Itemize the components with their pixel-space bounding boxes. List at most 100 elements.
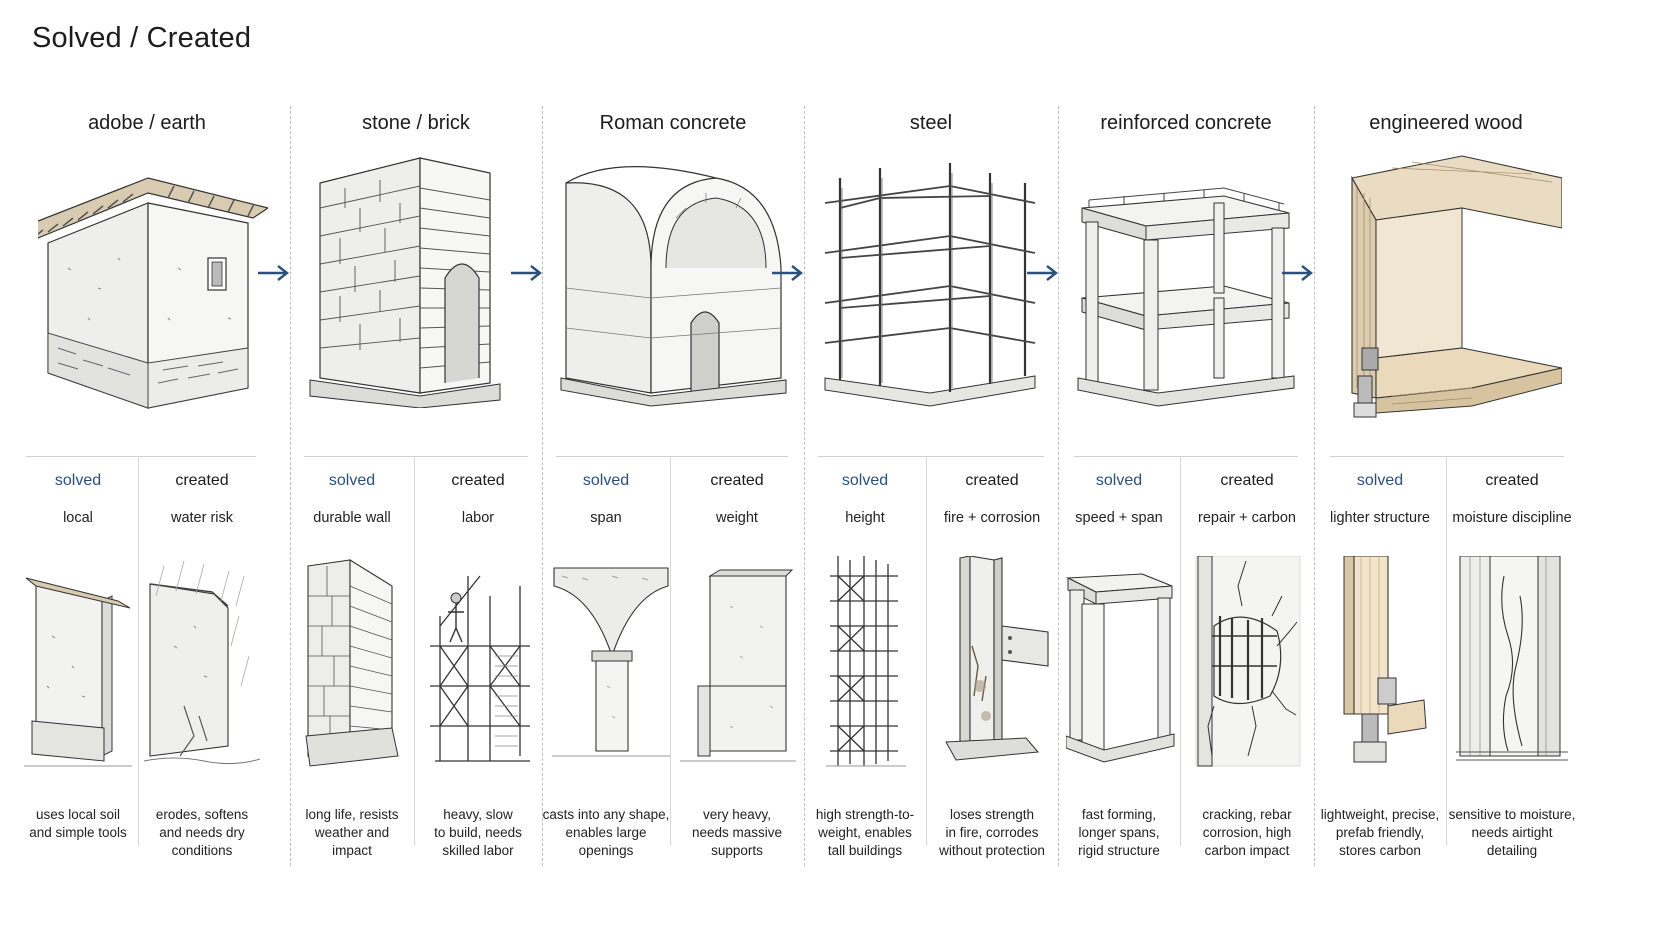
half-separator [670,456,671,846]
solved-keyword: lighter structure [1330,510,1430,526]
arrow-right-icon [770,263,806,288]
stone-building-illustration [300,148,520,408]
created-half: created weight very heavy, needs massive… [670,456,804,870]
created-description: sensitive to moisture, needs airtight de… [1448,807,1576,858]
solved-keyword: local [63,510,93,526]
created-keyword: repair + carbon [1198,510,1296,526]
divider-rule [556,456,788,457]
solved-half: solved speed + span fast forming, longer… [1058,456,1180,870]
material-column-roman-concrete: Roman concrete solved span [542,100,804,870]
solved-half: solved durable wall long life, resists w… [290,456,414,870]
half-separator [1180,456,1181,846]
massive-support-illustration [680,556,796,776]
material-name: stone / brick [362,112,470,134]
solved-label: solved [328,472,376,489]
column-divider [290,106,291,866]
created-keyword: moisture discipline [1452,510,1572,526]
stone-wall-illustration [302,556,402,776]
arrow-right-icon [1025,263,1061,288]
solved-description: casts into any shape, enables large open… [542,807,670,858]
material-column-engineered-wood: engineered wood solved lighter structure [1314,100,1578,870]
steel-tower-illustration [826,556,906,776]
materials-diagram: adobe / earth solved local [18,100,1664,870]
concrete-arch-illustration [552,556,670,776]
solved-label: solved [582,472,630,489]
material-name: reinforced concrete [1100,112,1272,134]
solved-description: fast forming, longer spans, rigid struct… [1078,807,1160,858]
timber-column-illustration [1326,555,1436,776]
created-half: created water risk erodes, softens and n… [138,456,266,870]
half-separator [926,456,927,846]
created-half: created moisture discipline sensitive to… [1446,456,1578,870]
solved-half: solved span casts into any shape, enable… [542,456,670,870]
solved-description: lightweight, precise, prefab friendly, s… [1320,807,1440,858]
created-description: heavy, slow to build, needs skilled labo… [434,807,522,858]
solved-description: high strength-to- weight, enables tall b… [815,807,915,858]
divider-rule [26,456,256,457]
solved-description: uses local soil and simple tools [29,807,127,840]
material-name: steel [909,112,953,134]
moisture-wall-illustration [1456,555,1568,776]
solved-label: solved [1095,472,1143,489]
solved-keyword: durable wall [313,510,391,526]
half-separator [414,456,415,846]
column-divider [1314,106,1315,866]
column-divider [542,106,543,866]
cracked-concrete-illustration [1192,555,1302,776]
divider-rule [1074,456,1298,457]
solved-label: solved [1356,472,1404,489]
roman-arch-illustration [556,148,788,408]
half-separator [138,456,139,846]
created-description: loses strength in fire, corrodes without… [939,807,1045,858]
column-divider [1058,106,1059,866]
created-label: created [1485,472,1539,489]
solved-keyword: height [845,510,885,526]
mass-timber-illustration [1332,148,1562,418]
steel-frame-illustration [820,148,1044,408]
created-label: created [175,472,229,489]
corroded-column-illustration [936,555,1052,776]
half-separator [1446,456,1447,846]
created-label: created [451,472,505,489]
earth-wall-illustration [22,556,134,776]
created-keyword: labor [461,510,495,526]
arrow-right-icon [1280,263,1316,288]
page-title: Solved / Created [32,22,252,54]
solved-half: solved lighter structure lightweight, pr… [1314,456,1446,870]
solved-keyword: span [590,510,622,526]
eroded-wall-illustration [143,556,261,776]
divider-rule [818,456,1044,457]
solved-label: solved [841,472,889,489]
created-keyword: water risk [170,510,234,526]
created-keyword: fire + corrosion [943,510,1041,526]
material-column-steel: steel solved height [804,100,1058,870]
material-column-stone: stone / brick solved durable wall [290,100,542,870]
created-description: erodes, softens and needs dry conditions [155,807,249,858]
created-label: created [965,472,1019,489]
arrow-right-icon [256,263,292,288]
material-name: Roman concrete [599,112,747,134]
created-half: created fire + corrosion loses strength … [926,456,1058,870]
solved-label: solved [54,472,102,489]
column-divider [804,106,805,866]
created-description: very heavy, needs massive supports [691,807,783,858]
material-name: engineered wood [1369,112,1523,134]
arrow-right-icon [509,263,545,288]
divider-rule [304,456,528,457]
created-label: created [710,472,764,489]
solved-keyword: speed + span [1075,510,1163,526]
created-label: created [1220,472,1274,489]
created-description: cracking, rebar corrosion, high carbon i… [1202,807,1292,858]
divider-rule [1330,456,1564,457]
adobe-house-illustration [38,148,268,418]
created-keyword: weight [716,510,758,526]
concrete-frame-illustration [1074,148,1298,408]
solved-description: long life, resists weather and impact [305,807,399,858]
solved-half: solved local uses local soil and simple … [18,456,138,870]
material-column-adobe: adobe / earth solved local [18,100,276,870]
material-name: adobe / earth [88,112,206,134]
created-half: created repair + carbon cracking, rebar … [1180,456,1314,870]
scaffolding-illustration [420,556,536,776]
solved-half: solved height high strength-to- weight, … [804,456,926,870]
concrete-bay-illustration [1065,556,1176,776]
